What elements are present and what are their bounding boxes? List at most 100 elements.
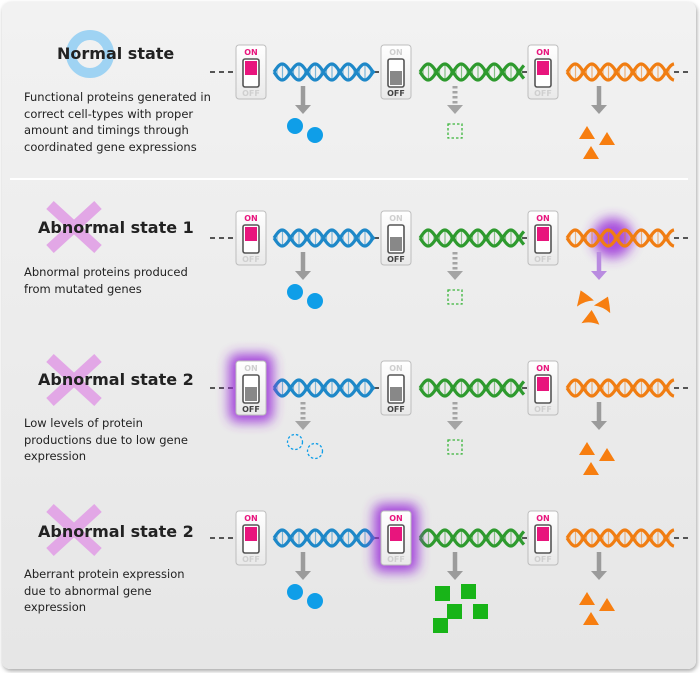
cross-icon [46, 353, 102, 407]
expression-arrow [447, 552, 463, 580]
protein-circle [307, 293, 323, 309]
row-title-abnormal-3: Abnormal state 2 [38, 522, 194, 541]
expression-arrow [591, 86, 607, 114]
row-title-normal: Normal state [57, 44, 175, 63]
protein-product [579, 592, 615, 625]
switch: ON OFF [380, 360, 412, 416]
mutant-protein [593, 296, 611, 314]
switch-lever [537, 527, 549, 541]
protein-product [447, 123, 463, 139]
protein-triangle [579, 442, 595, 455]
dna-helix [418, 228, 526, 248]
protein-circle [287, 584, 303, 600]
protein-square [447, 439, 463, 455]
protein-product [287, 284, 323, 309]
row-title-abnormal-1: Abnormal state 1 [38, 218, 194, 237]
dna-helix [272, 378, 376, 398]
switch-lever [245, 61, 257, 75]
protein-product [447, 439, 463, 455]
switch-on-label: ON [536, 48, 550, 57]
switch-lever [537, 61, 549, 75]
switch-on-label: ON [536, 214, 550, 223]
protein-product [576, 290, 611, 325]
protein-product [579, 442, 615, 475]
switch-on-label: ON [389, 214, 403, 223]
switch-lever [245, 527, 257, 541]
protein-circle [307, 593, 323, 609]
switch-lever [245, 387, 257, 401]
switch-on-label: ON [244, 514, 258, 523]
protein-product [447, 289, 463, 305]
switch-lever [390, 71, 402, 85]
switch-lever [390, 387, 402, 401]
row-title-abnormal-2: Abnormal state 2 [38, 370, 194, 389]
dna-helix [272, 228, 376, 248]
switch: ON OFF [527, 44, 559, 100]
dna-helix [418, 62, 526, 82]
dna-helix [272, 528, 376, 548]
dna-helix [565, 62, 675, 82]
expression-arrow [447, 402, 463, 430]
protein-square [447, 289, 463, 305]
switch-on-label: ON [244, 364, 258, 373]
protein-circle [307, 127, 323, 143]
expression-arrow [447, 86, 463, 114]
switch: ON OFF [527, 210, 559, 266]
switch-on-label: ON [389, 364, 403, 373]
protein-square [447, 123, 463, 139]
expression-arrow [591, 552, 607, 580]
expression-arrow [591, 252, 607, 280]
mutant-protein [576, 290, 594, 307]
mutation-glow [592, 218, 633, 258]
switch-off-label: OFF [242, 405, 260, 414]
switch-off-label: OFF [387, 405, 405, 414]
switch-off-label: OFF [387, 555, 405, 564]
protein-product [286, 433, 324, 460]
switch-off-label: OFF [242, 89, 260, 98]
switch-off-label: OFF [534, 255, 552, 264]
protein-product [433, 584, 488, 633]
protein-triangle [583, 612, 599, 625]
expression-arrow [591, 402, 607, 430]
dna-helix [418, 378, 526, 398]
protein-triangle [583, 462, 599, 475]
expression-arrow [447, 252, 463, 280]
switch-off-label: OFF [242, 555, 260, 564]
dna-helix [565, 378, 675, 398]
expression-arrow [295, 402, 311, 430]
dna-helix [272, 62, 376, 82]
switch-lever [537, 377, 549, 391]
cross-icon [46, 503, 102, 557]
protein-product [287, 584, 323, 609]
dna-helix [565, 218, 675, 258]
switch-on-label: ON [389, 514, 403, 523]
protein-triangle [599, 132, 615, 145]
protein-square [435, 586, 450, 601]
protein-square [433, 618, 448, 633]
switch-on-label: ON [244, 48, 258, 57]
row-description-normal: Functional proteins generated in correct… [24, 90, 211, 154]
protein-product [579, 126, 615, 159]
protein-circle [287, 284, 303, 300]
switch-on-label: ON [244, 214, 258, 223]
switch-off-label: OFF [534, 555, 552, 564]
protein-square [473, 604, 488, 619]
switch-lever [390, 527, 402, 541]
switch-off-label: OFF [534, 89, 552, 98]
expression-arrow [295, 86, 311, 114]
dna-helix [418, 528, 526, 548]
switch: ON OFF [235, 44, 267, 100]
switch-highlighted: ON OFF [374, 504, 418, 572]
switch-off-label: OFF [387, 89, 405, 98]
circle-icon [66, 30, 114, 78]
protein-circle [286, 433, 304, 451]
protein-circle [287, 118, 303, 134]
protein-triangle [599, 598, 615, 611]
row-description-abnormal-3: Aberrant protein expression due to abnor… [24, 567, 185, 614]
protein-triangle [583, 146, 599, 159]
